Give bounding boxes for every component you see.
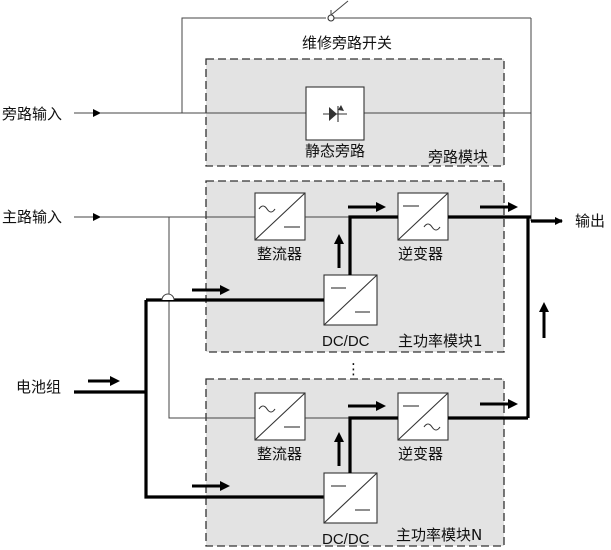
bypass-switch-contact-icon (327, 14, 335, 22)
inverter-1-icon (397, 192, 449, 241)
maintenance-bypass-line (181, 0, 532, 221)
maintenance-bypass-switch-label: 维修旁路开关 (302, 34, 392, 52)
dcdc-1-icon (323, 274, 378, 326)
flow-arrow-icon (192, 481, 230, 491)
module-ellipsis: ⋮ (346, 360, 361, 378)
inverter-n-icon (397, 392, 449, 441)
main-input-label: 主路输入 (2, 208, 62, 226)
bypass-switch-blade-icon (330, 0, 349, 16)
dcdc-1-to-inverter-bus (348, 215, 398, 275)
rectifier-n-icon (254, 392, 306, 441)
rectifier-1-label: 整流器 (257, 245, 302, 263)
dcdc-1-label: DC/DC (322, 333, 370, 350)
flow-arrow-icon (334, 234, 344, 268)
inverter-n-label: 逆变器 (398, 445, 443, 463)
dcdc-n-label: DC/DC (322, 531, 370, 548)
flow-arrow-icon (348, 401, 386, 411)
main-input-branch (168, 217, 255, 419)
battery-pack-label: 电池组 (16, 378, 61, 396)
rectifier-1-icon (254, 192, 306, 241)
bypass-module-label: 旁路模块 (428, 148, 488, 166)
static-bypass-label: 静态旁路 (305, 142, 365, 160)
flow-arrow-icon (480, 399, 518, 409)
line-crossover (161, 293, 175, 301)
rectifier-n-label: 整流器 (257, 445, 302, 463)
bypass-input-label: 旁路输入 (2, 105, 62, 123)
inverter-1-label: 逆变器 (398, 245, 443, 263)
flow-arrow-icon (88, 376, 120, 386)
power-module-1-label: 主功率模块1 (398, 332, 483, 350)
dcdc-n-icon (323, 472, 378, 524)
power-module-n-label: 主功率模块N (396, 526, 482, 544)
flow-arrow-icon (348, 202, 386, 212)
battery-vertical-bus (144, 300, 324, 499)
dcdc-n-to-inverter-bus (348, 416, 398, 473)
thyristor-icon (323, 105, 347, 122)
flow-arrow-icon (539, 302, 549, 338)
flow-arrow-icon (480, 202, 518, 212)
output-label: 输出 (575, 212, 605, 230)
flow-arrow-icon (334, 432, 344, 466)
flow-arrow-icon (192, 285, 230, 295)
